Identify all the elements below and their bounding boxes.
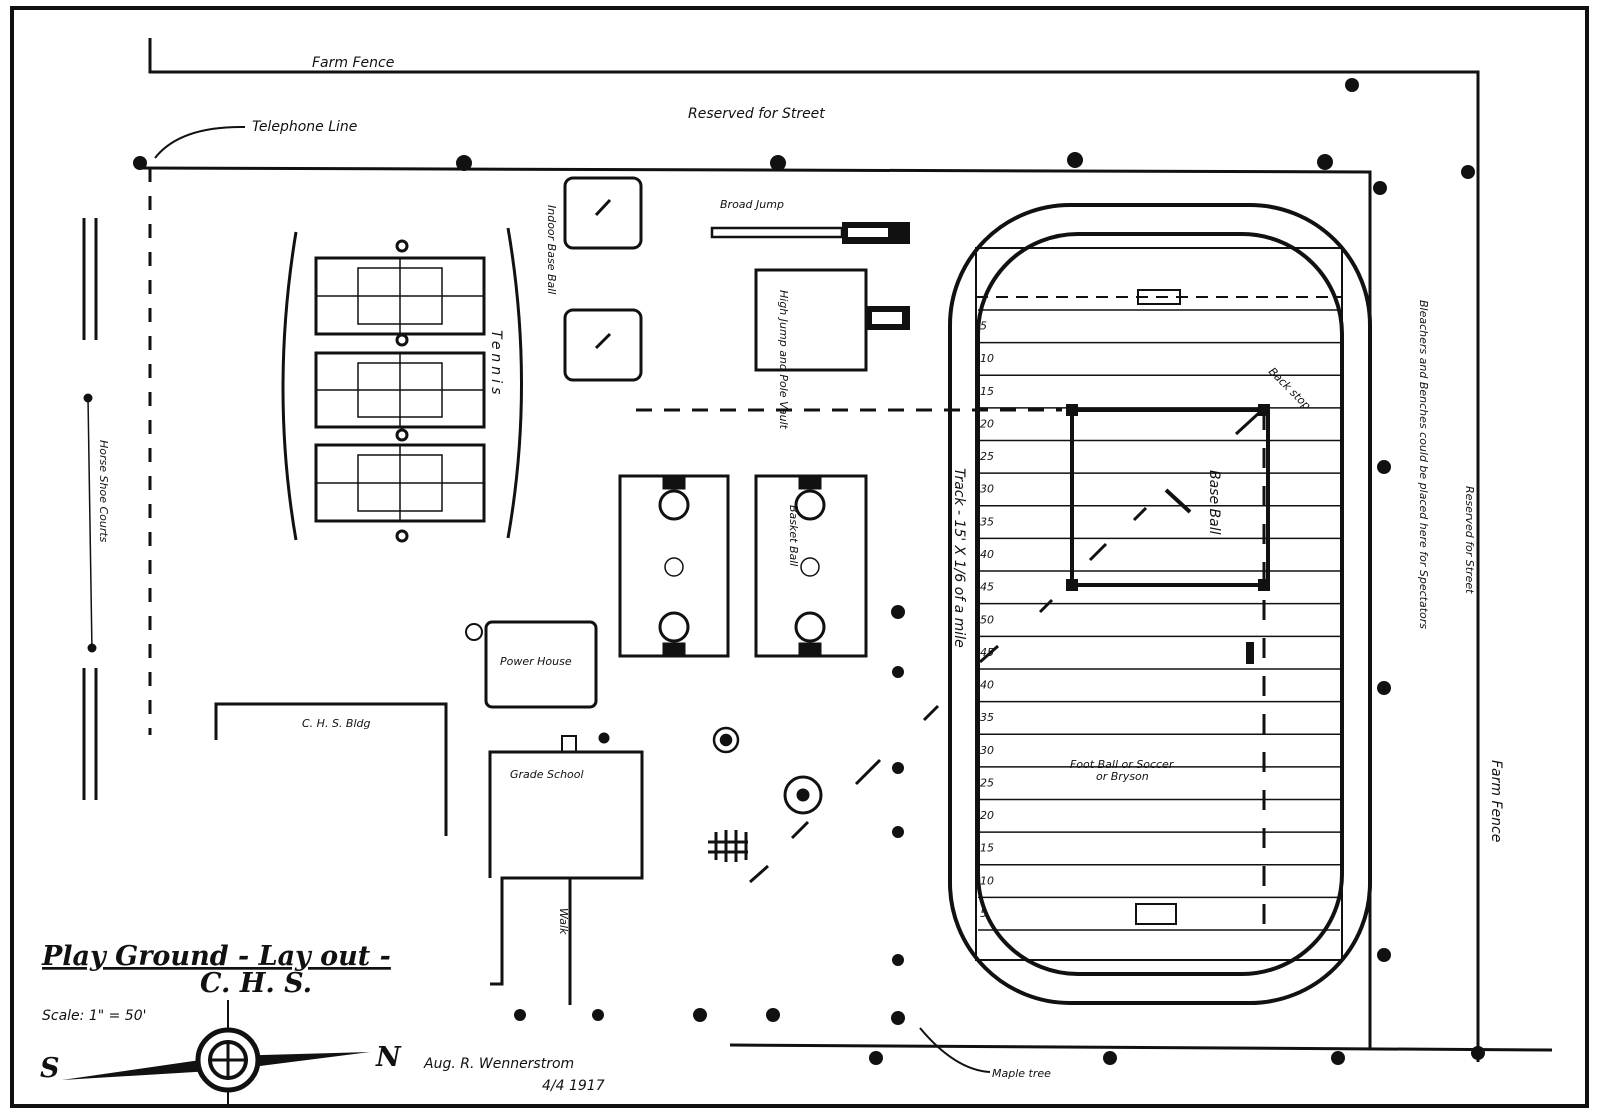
yard-mark: 25 (980, 450, 994, 463)
indoor-base-ball-label: Indoor Base Ball (545, 205, 558, 294)
swing-frame (708, 830, 748, 862)
yard-mark: 5 (980, 320, 987, 333)
yard-mark: 40 (980, 548, 994, 561)
drawing-border (10, 6, 1589, 1108)
basket-ball-courts (618, 474, 868, 658)
yard-mark: 35 (980, 711, 994, 724)
yard-mark: 10 (980, 874, 994, 887)
author-signature: Aug. R. Wennerstrom (423, 1056, 574, 1072)
yard-mark: 30 (980, 744, 994, 757)
chs-building (214, 702, 448, 836)
telephone-line (133, 125, 246, 735)
high-jump-label: High Jump and Pole Vault (777, 290, 790, 430)
telephone-line-label: Telephone Line (252, 119, 357, 135)
broad-jump (710, 222, 910, 244)
yard-mark: 15 (980, 842, 994, 855)
compass-rose (62, 1000, 370, 1108)
power-house-label: Power House (500, 655, 572, 668)
yard-mark: 35 (980, 515, 994, 528)
football-field (975, 247, 1343, 961)
grade-school-label: Grade School (510, 768, 584, 781)
yard-mark: 30 (980, 483, 994, 496)
reserved-street-top-label: Reserved for Street (688, 106, 825, 122)
tennis-label: Tennis (488, 330, 504, 398)
maple-tree-leader (919, 1027, 991, 1073)
title-line-2: C. H. S. (200, 968, 312, 999)
indoor-base-ball-fields (563, 176, 643, 382)
yard-mark: 20 (980, 809, 994, 822)
flagpole (783, 775, 823, 815)
horse-shoe-courts-label: Horse Shoe Courts (97, 440, 110, 543)
yard-mark: 10 (980, 352, 994, 365)
yard-mark: 5 (980, 907, 987, 920)
grade-school (488, 732, 644, 1005)
chs-building-label: C. H. S. Bldg (302, 717, 370, 730)
reserved-street-right-label: Reserved for Street (1463, 486, 1476, 594)
yard-mark: 25 (980, 776, 994, 789)
yard-marks: 5 10 15 20 25 30 35 40 45 50 45 40 35 30 25 20 15 10 5 (980, 320, 994, 920)
yard-mark: 20 (980, 417, 994, 430)
track-label: Track - 15' X 1/6 of a mile (951, 468, 967, 648)
scale-label: Scale: 1" = 50' (42, 1008, 146, 1024)
base-ball-diamond (1066, 404, 1270, 591)
farm-fence (148, 38, 1480, 1062)
bleachers-label: Bleachers and Benches could be placed he… (1417, 300, 1430, 629)
farm-fence-right-label: Farm Fence (1488, 760, 1504, 842)
base-ball-label: Base Ball (1206, 470, 1222, 535)
tennis-courts (281, 227, 523, 543)
football-label: Foot Ball or Soccer (1070, 758, 1175, 771)
compass-north: N (375, 1042, 402, 1073)
title-line-1: Play Ground - Lay out - (41, 941, 391, 972)
maple-tree-label: Maple tree (992, 1067, 1051, 1080)
horse-shoe-courts (82, 218, 98, 800)
yard-mark: 45 (980, 581, 994, 594)
yard-mark: 40 (980, 679, 994, 692)
high-jump-pit (754, 268, 910, 372)
walk-label: Walk (557, 908, 570, 935)
yard-mark: 15 (980, 385, 994, 398)
tree-markers (456, 78, 1485, 1065)
diagonal-walk (749, 506, 1148, 884)
compass-south: S (40, 1053, 60, 1084)
football-sublabel: or Bryson (1096, 770, 1149, 783)
yard-mark: 50 (980, 613, 994, 626)
farm-fence-top-label: Farm Fence (312, 55, 394, 71)
yard-mark: 45 (980, 646, 994, 659)
drawing-date: 4/4 1917 (542, 1078, 605, 1094)
broad-jump-label: Broad Jump (720, 198, 784, 211)
power-house (465, 620, 598, 709)
basket-ball-label: Basket Ball (787, 505, 800, 566)
fountain (712, 726, 740, 754)
